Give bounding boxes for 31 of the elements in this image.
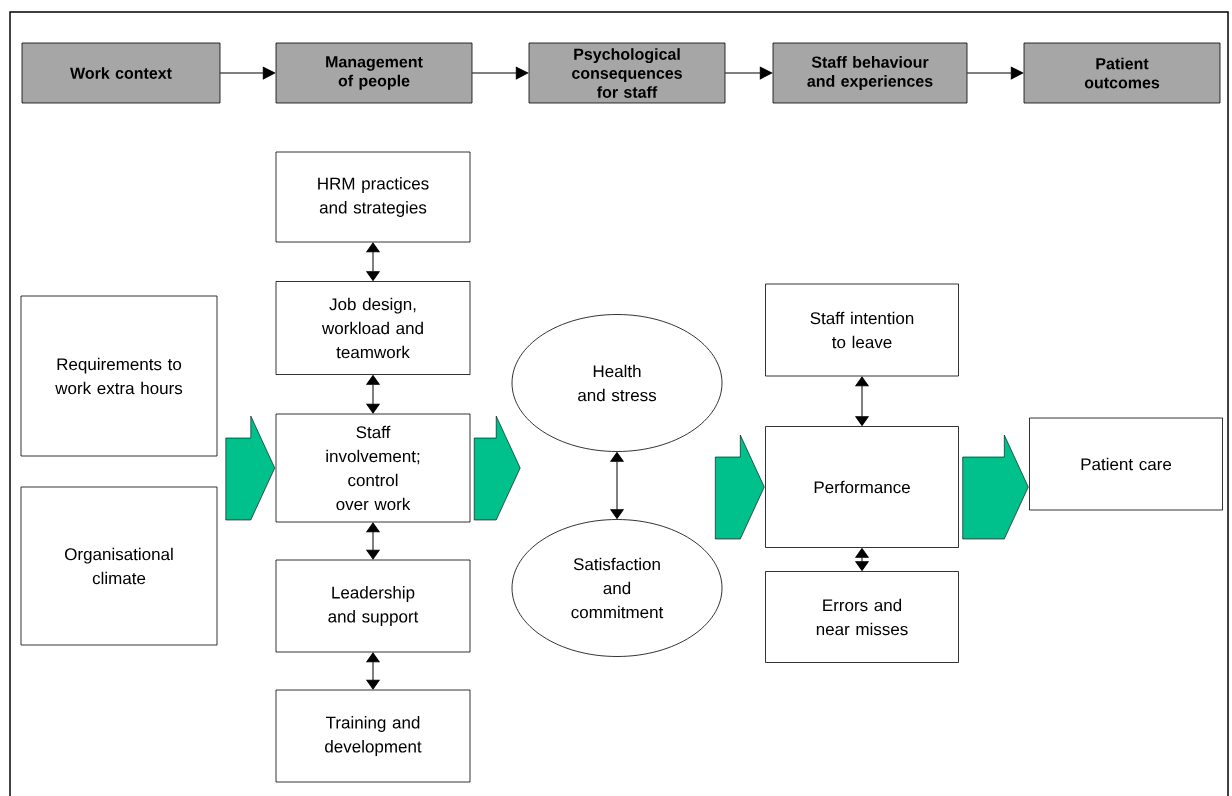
block-arrow <box>962 434 1029 540</box>
arrow <box>366 652 380 690</box>
process-box: Job design, workload and teamwork <box>275 281 471 375</box>
header-box: Management of people <box>275 42 473 104</box>
process-box: Leadership and support <box>275 559 471 653</box>
process-box: Organisational climate <box>20 486 218 646</box>
block-arrow <box>225 415 276 521</box>
block-arrow <box>473 415 521 521</box>
arrow <box>471 66 529 80</box>
arrow <box>855 548 869 571</box>
arrow <box>366 242 380 281</box>
arrow <box>610 452 624 519</box>
process-box: Staff involvement; control over work <box>275 413 471 523</box>
process-box: Errors and near misses <box>765 571 959 663</box>
arrow <box>855 376 869 426</box>
process-box: Training and development <box>275 689 471 783</box>
header-box: Work context <box>21 42 221 104</box>
process-box: Patient care <box>1029 417 1223 511</box>
arrow <box>724 66 773 80</box>
block-arrow <box>715 434 765 540</box>
process-box: Requirements to work extra hours <box>20 295 218 457</box>
process-box: Staff intention to leave <box>765 283 959 377</box>
process-box: Performance <box>765 426 959 548</box>
process-box: HRM practices and strategies <box>275 151 471 243</box>
arrow <box>966 66 1024 80</box>
arrow <box>366 522 380 560</box>
header-box: Patient outcomes <box>1023 42 1221 104</box>
arrow <box>366 375 380 414</box>
header-box: Psychological consequences for staff <box>528 42 726 104</box>
arrow <box>219 66 276 80</box>
header-box: Staff behaviour and experiences <box>772 42 968 104</box>
